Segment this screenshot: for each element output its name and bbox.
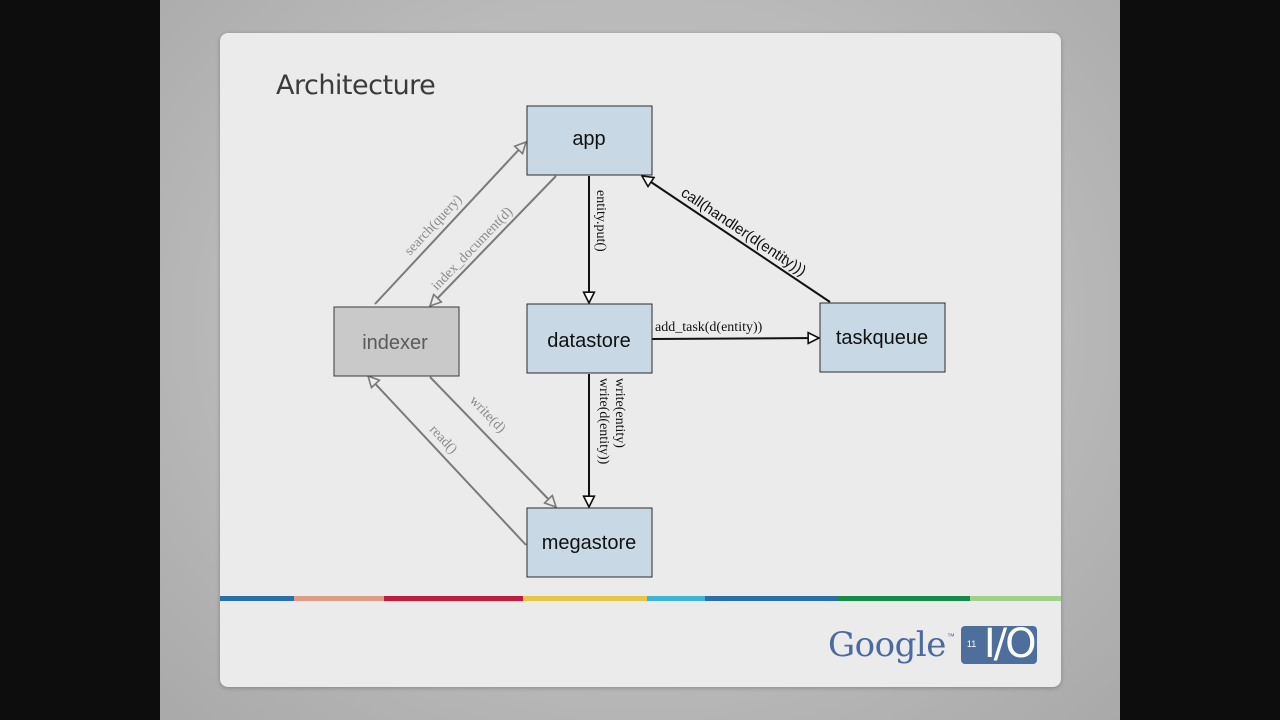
- label-write-entity: write(entity): [612, 378, 627, 448]
- node-taskqueue-label: taskqueue: [836, 327, 928, 349]
- node-datastore-label: datastore: [547, 330, 630, 352]
- label-write-d: write(d): [466, 393, 508, 436]
- node-app-label: app: [572, 128, 605, 150]
- label-write-d-entity: write(d(entity)): [596, 378, 611, 465]
- io-badge: 11 I/O: [960, 621, 1037, 667]
- color-bar-segment: [220, 596, 294, 601]
- edge-read: [368, 376, 527, 546]
- node-indexer-label: indexer: [362, 332, 428, 354]
- label-read: read(): [426, 422, 460, 457]
- label-call-handler: call(handler(d(entity))): [678, 184, 809, 280]
- io-text: I/O: [983, 621, 1037, 667]
- color-bar-segment: [970, 596, 1061, 601]
- color-bar-segment: [837, 596, 970, 601]
- node-taskqueue: taskqueue: [819, 302, 946, 373]
- edge-add-task: [651, 338, 819, 339]
- logo-google-text: Google: [828, 625, 946, 665]
- edge-search-query: [374, 142, 526, 305]
- node-datastore: datastore: [526, 303, 653, 374]
- color-bar-segment: [294, 596, 384, 601]
- color-bar-segment: [647, 596, 705, 601]
- slide-title: Architecture: [276, 70, 436, 101]
- label-search-query: search(query): [402, 192, 466, 259]
- google-color-bar: [220, 596, 1061, 601]
- logo-trademark: ™: [946, 632, 955, 641]
- node-megastore: megastore: [526, 507, 653, 578]
- node-megastore-label: megastore: [542, 532, 637, 554]
- google-io-logo: Google ™ 11 I/O: [828, 621, 1037, 668]
- node-app: app: [526, 105, 653, 176]
- label-entity-put: entity.put(): [593, 190, 608, 252]
- color-bar-segment: [705, 596, 837, 601]
- label-add-task: add_task(d(entity)): [655, 320, 763, 335]
- node-indexer: indexer: [333, 306, 460, 377]
- edge-call-handler: [642, 176, 831, 303]
- color-bar-segment: [523, 596, 647, 601]
- io-number: 11: [966, 639, 977, 649]
- edge-index-document: [430, 175, 557, 306]
- color-bar-segment: [384, 596, 523, 601]
- edge-write-d: [429, 376, 556, 507]
